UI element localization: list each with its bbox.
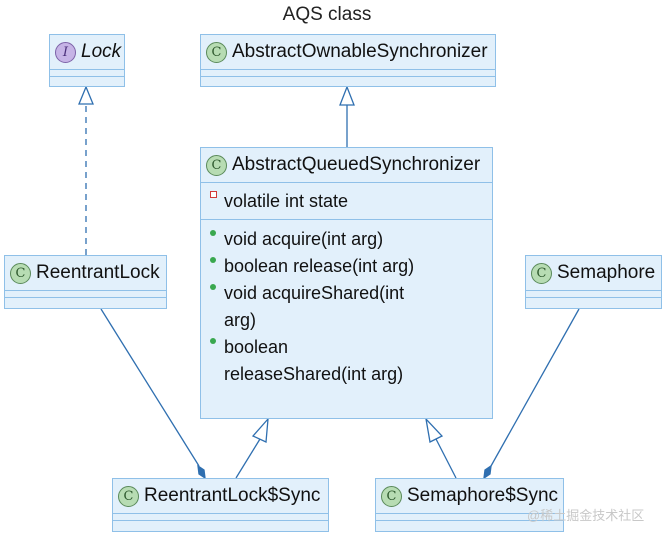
public-method-icon [210, 230, 216, 236]
class-icon: C [206, 41, 227, 63]
attributes-section [50, 69, 124, 76]
operations-section [50, 76, 124, 83]
edge-reentrantlock-has-sync [100, 308, 200, 467]
class-icon: C [206, 154, 227, 176]
interface-icon: I [55, 41, 76, 63]
class-lock[interactable]: I Lock [49, 34, 125, 87]
attributes-section [113, 513, 328, 520]
class-semaphore[interactable]: C Semaphore [525, 255, 662, 309]
attributes-section: volatile int state [201, 182, 492, 219]
class-icon: C [118, 485, 139, 507]
composition-diamond-semaphore [483, 464, 492, 480]
public-method-icon [210, 257, 216, 263]
operations-section [376, 520, 563, 527]
attributes-section [526, 290, 661, 297]
class-name: ReentrantLock [36, 262, 160, 283]
method-release: boolean release(int arg) [210, 253, 492, 280]
operations-section [113, 520, 328, 527]
class-semaphore-sync[interactable]: C Semaphore$Sync [375, 478, 564, 532]
class-reentrant-lock-sync[interactable]: C ReentrantLock$Sync [112, 478, 329, 532]
attributes-section [376, 513, 563, 520]
private-field-icon [210, 191, 217, 198]
arrowhead-aqs-right [424, 416, 444, 443]
arrowhead-lock [78, 85, 94, 105]
class-name: AbstractQueuedSynchronizer [232, 154, 481, 175]
class-icon: C [531, 262, 552, 284]
public-method-icon [210, 284, 216, 290]
class-name: AbstractOwnableSynchronizer [232, 41, 488, 62]
watermark: @稀土掘金技术社区 [527, 508, 645, 523]
class-abstract-ownable-synchronizer[interactable]: C AbstractOwnableSynchronizer [200, 34, 496, 87]
class-name: Lock [81, 41, 122, 62]
operations-section [5, 297, 166, 304]
arrowhead-aos [339, 85, 355, 106]
edge-reentrantlocksync-extends-aqs [235, 438, 261, 479]
attributes-section [201, 69, 495, 76]
class-name: ReentrantLock$Sync [144, 485, 321, 506]
edge-semaphoresync-extends-aqs [435, 438, 457, 479]
class-reentrant-lock[interactable]: C ReentrantLock [4, 255, 167, 309]
class-name: Semaphore [557, 262, 656, 283]
class-icon: C [10, 262, 31, 284]
method-release-shared: boolean releaseShared(int arg) [210, 334, 492, 388]
class-icon: C [381, 485, 402, 507]
operations-section [201, 76, 495, 83]
composition-diamond-reentrantlock [197, 464, 206, 480]
class-abstract-queued-synchronizer[interactable]: C AbstractQueuedSynchronizer volatile in… [200, 147, 493, 419]
diagram-title: AQS class [282, 4, 372, 25]
class-name: Semaphore$Sync [407, 485, 559, 506]
field-state: volatile int state [210, 188, 492, 215]
operations-section: void acquire(int arg) boolean release(in… [201, 219, 492, 392]
edge-semaphore-has-sync [490, 308, 580, 467]
method-acquire-shared: void acquireShared(int arg) [210, 280, 492, 334]
public-method-icon [210, 338, 216, 344]
arrowhead-aqs-left [251, 417, 269, 443]
attributes-section [5, 290, 166, 297]
operations-section [526, 297, 661, 304]
method-acquire: void acquire(int arg) [210, 226, 492, 253]
